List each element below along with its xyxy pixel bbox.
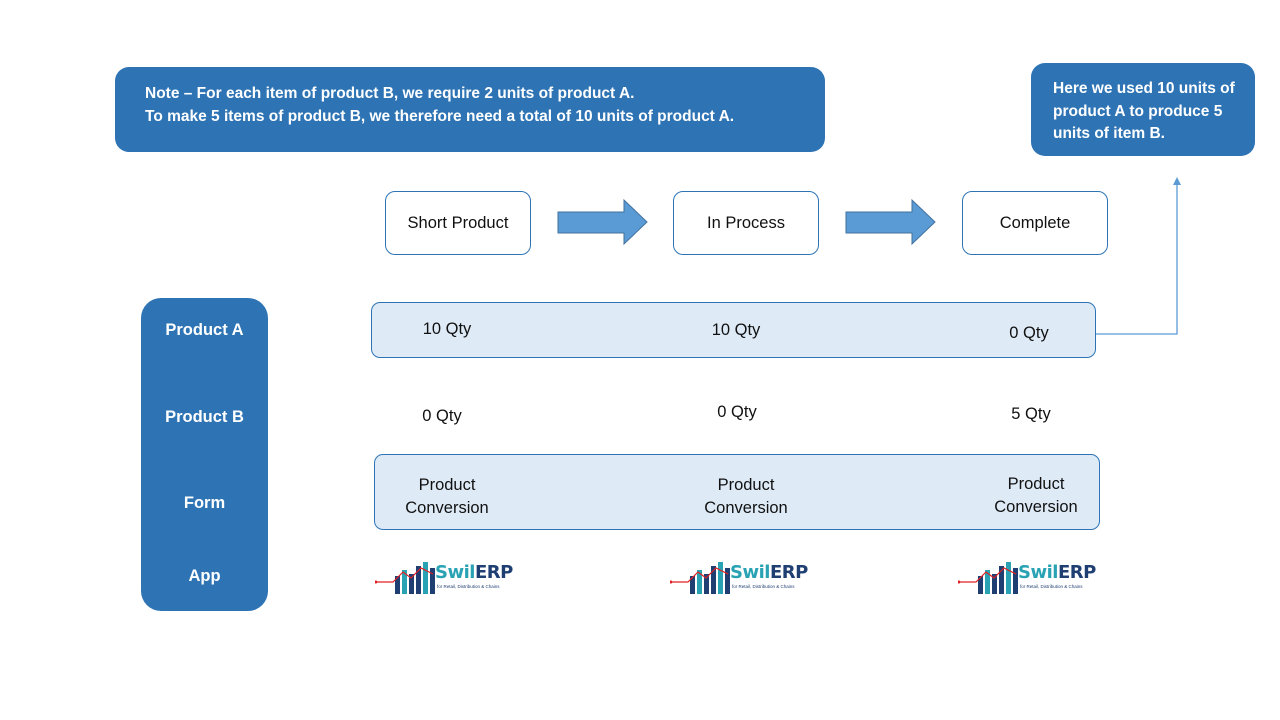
stage-complete: Complete: [962, 191, 1108, 255]
product-a-qty-short: 10 Qty: [422, 320, 472, 338]
logo-part-1: Swil: [1018, 562, 1058, 583]
logo-wordmark: SwilERP: [435, 562, 513, 583]
logo-part-2: ERP: [1057, 562, 1096, 583]
product-a-qty-process: 10 Qty: [711, 321, 761, 339]
product-a-band: [371, 302, 1096, 358]
form-cell-line1: Product: [1007, 475, 1065, 493]
logo-bars-icon: [375, 562, 435, 594]
logo-tagline: for Retail, Distribution & Chains: [1020, 584, 1083, 589]
connector-arrowhead: [1173, 177, 1181, 185]
label-product-b: Product B: [165, 408, 244, 426]
stage-short-product: Short Product: [385, 191, 531, 255]
form-cell-line2: Conversion: [994, 498, 1078, 516]
form-cell-complete: Product Conversion: [966, 473, 1106, 519]
product-b-qty-process: 0 Qty: [717, 403, 757, 421]
form-cell-line2: Conversion: [405, 499, 489, 517]
form-band: [374, 454, 1100, 530]
callout-text: Here we used 10 units of product A to pr…: [1053, 80, 1235, 142]
product-b-qty-short: 0 Qty: [422, 407, 462, 425]
swilerp-logo: SwilERP for Retail, Distribution & Chain…: [670, 556, 820, 598]
label-app: App: [188, 567, 221, 585]
form-cell-line1: Product: [717, 476, 775, 494]
label-product-a: Product A: [165, 321, 244, 339]
form-cell-line1: Product: [418, 476, 476, 494]
stage-in-process: In Process: [673, 191, 819, 255]
callout-box: Here we used 10 units of product A to pr…: [1031, 63, 1255, 156]
side-panel: [141, 298, 268, 611]
note-box: Note – For each item of product B, we re…: [115, 67, 825, 152]
product-b-qty-complete: 5 Qty: [1011, 405, 1051, 423]
form-cell-line2: Conversion: [704, 499, 788, 517]
note-line-1: Note – For each item of product B, we re…: [145, 85, 635, 102]
logo-bars-icon: [958, 562, 1018, 594]
note-line-2: To make 5 items of product B, we therefo…: [145, 108, 735, 125]
connector-line: [1096, 184, 1178, 335]
flow-arrow-1: [557, 198, 648, 246]
logo-bars-icon: [670, 562, 730, 594]
label-form: Form: [183, 494, 226, 512]
logo-part-1: Swil: [730, 562, 770, 583]
swilerp-logo: SwilERP for Retail, Distribution & Chain…: [958, 556, 1108, 598]
logo-wordmark: SwilERP: [730, 562, 808, 583]
logo-tagline: for Retail, Distribution & Chains: [732, 584, 795, 589]
logo-tagline: for Retail, Distribution & Chains: [437, 584, 500, 589]
flow-arrow-2: [845, 198, 936, 246]
logo-part-2: ERP: [474, 562, 513, 583]
logo-wordmark: SwilERP: [1018, 562, 1096, 583]
product-a-qty-complete: 0 Qty: [1009, 324, 1049, 342]
form-cell-short: Product Conversion: [377, 474, 517, 520]
logo-part-1: Swil: [435, 562, 475, 583]
form-cell-process: Product Conversion: [676, 474, 816, 520]
logo-part-2: ERP: [769, 562, 808, 583]
swilerp-logo: SwilERP for Retail, Distribution & Chain…: [375, 556, 525, 598]
